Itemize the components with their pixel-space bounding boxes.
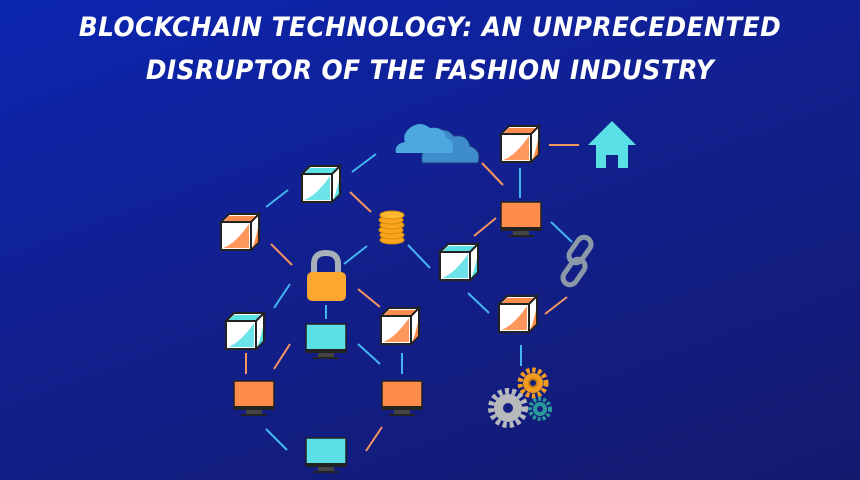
chain-link-icon xyxy=(560,234,594,288)
house-icon xyxy=(588,121,636,168)
monitor-icon xyxy=(305,323,347,360)
lock-icon xyxy=(307,249,346,301)
block-cube-icon xyxy=(500,125,540,163)
monitor-icon xyxy=(500,201,542,238)
page-title: BLOCKCHAIN TECHNOLOGY: AN UNPRECEDENTED … xyxy=(34,6,825,92)
block-cube-icon xyxy=(220,213,260,251)
title-line-2: DISRUPTOR OF THE FASHION INDUSTRY xyxy=(145,55,715,86)
connector-lines xyxy=(245,144,579,452)
cloud-icon xyxy=(395,124,480,164)
block-cube-icon xyxy=(380,307,420,345)
block-cube-icon xyxy=(225,312,265,350)
block-cube-icon xyxy=(439,243,479,281)
monitor-icon xyxy=(233,380,275,417)
gears-icon xyxy=(488,367,552,428)
block-cube-icon xyxy=(498,295,538,333)
block-cube-icon xyxy=(301,165,341,203)
monitor-icon xyxy=(305,437,347,474)
title-line-1: BLOCKCHAIN TECHNOLOGY: AN UNPRECEDENTED xyxy=(78,12,782,43)
coins-icon xyxy=(378,210,405,245)
monitor-icon xyxy=(381,380,423,417)
